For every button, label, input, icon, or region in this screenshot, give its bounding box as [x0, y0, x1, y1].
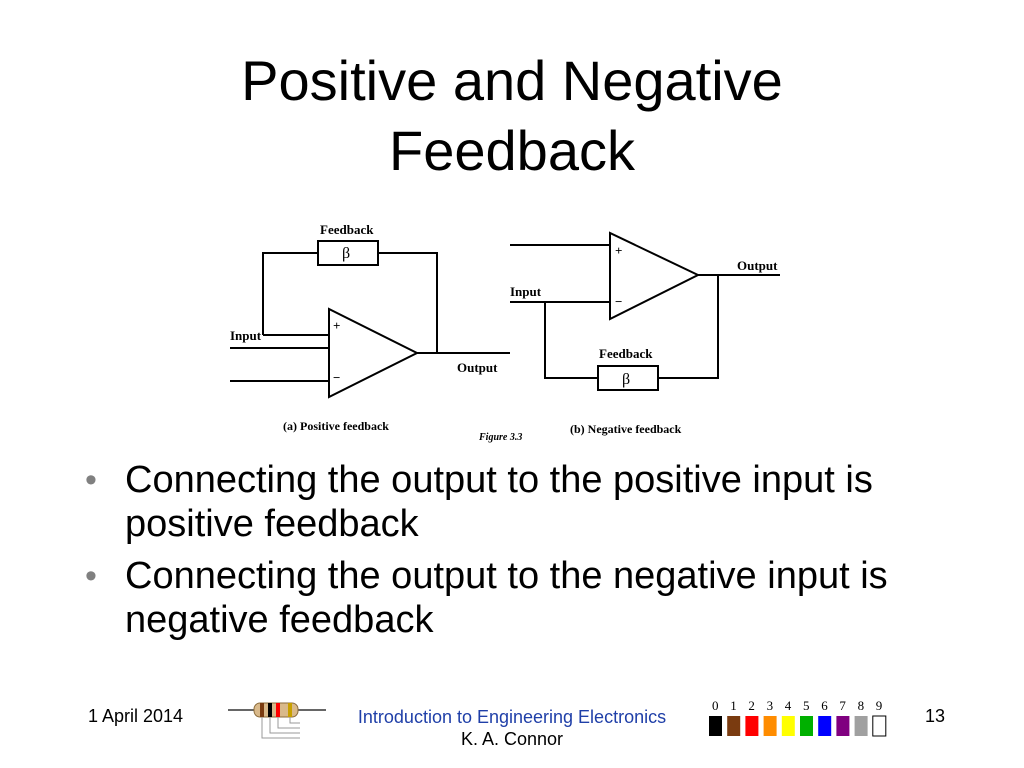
footer-course-title: Introduction to Engineering Electronics	[357, 707, 667, 727]
color-code-swatch	[781, 716, 795, 736]
color-code-swatch	[745, 716, 759, 736]
negative-feedback-wire-right	[658, 275, 719, 379]
feedback-circuit-diagrams: Feedback β Input + − Output (a) Positive…	[230, 222, 780, 443]
footer-date: 1 April 2014	[88, 706, 184, 726]
color-code-swatch	[763, 716, 777, 736]
negative-feedback-label: Feedback	[599, 346, 653, 361]
footer-course-info: Introduction to Engineering Electronics …	[332, 706, 692, 750]
bullet-list: • Connecting the output to the positive …	[85, 458, 945, 650]
positive-opamp-triangle	[328, 307, 420, 399]
negative-feedback-wire-left	[544, 302, 598, 379]
color-code-digit: 0	[712, 698, 719, 713]
color-code-swatch	[709, 716, 722, 736]
negative-opamp-triangle	[609, 231, 701, 321]
bullet-text-negative: Connecting the output to the negative in…	[125, 555, 888, 641]
positive-caption: (a) Positive feedback	[283, 419, 389, 433]
negative-minus-sign: −	[615, 294, 622, 309]
positive-beta-label: β	[342, 245, 350, 262]
color-code-swatch	[836, 716, 850, 736]
color-code-digit: 3	[767, 698, 774, 713]
color-code-swatch	[854, 716, 868, 736]
slide-title: Positive and Negative Feedback	[0, 46, 1024, 186]
bullet-item-negative: • Connecting the output to the negative …	[85, 554, 945, 642]
color-code-swatch	[872, 715, 887, 737]
color-code-digit: 9	[876, 698, 883, 713]
negative-plus-sign: +	[615, 243, 622, 258]
color-code-digit: 6	[821, 698, 828, 713]
bullet-dot-icon: •	[85, 461, 97, 499]
color-code-swatch	[818, 716, 832, 736]
color-code-swatch	[800, 716, 813, 736]
slide-title-line-1: Positive and Negative	[241, 49, 783, 112]
footer-author: K. A. Connor	[460, 729, 564, 749]
negative-beta-label: β	[622, 371, 630, 388]
color-code-digit: 1	[730, 698, 737, 713]
page-number: 13	[924, 706, 945, 726]
color-code-digit: 7	[839, 698, 846, 713]
slide-title-line-2: Feedback	[389, 119, 635, 182]
negative-output-label: Output	[737, 258, 778, 273]
negative-input-label: Input	[510, 284, 542, 299]
positive-feedback-wire-right	[378, 252, 438, 352]
negative-caption: (b) Negative feedback	[570, 422, 682, 436]
color-code-digit: 5	[803, 698, 810, 713]
bullet-item-positive: • Connecting the output to the positive …	[85, 458, 945, 546]
bullet-dot-icon: •	[85, 557, 97, 595]
positive-output-label: Output	[457, 360, 498, 375]
positive-feedback-label: Feedback	[320, 222, 374, 237]
positive-plus-sign: +	[333, 318, 340, 333]
positive-minus-sign: −	[333, 370, 340, 385]
color-code-digit: 8	[858, 698, 865, 713]
bullet-text-positive: Connecting the output to the positive in…	[125, 459, 873, 545]
resistor-logo-icon	[228, 697, 328, 748]
feedback-figure: Feedback β Input + − Output (a) Positive…	[225, 218, 795, 450]
figure-number-label: Figure 3.3	[478, 432, 522, 443]
color-code-digit: 4	[785, 698, 792, 713]
positive-input-label: Input	[230, 328, 262, 343]
color-code-swatch	[727, 716, 741, 736]
positive-feedback-wire-left	[262, 252, 318, 335]
color-code-digit: 2	[748, 698, 755, 713]
